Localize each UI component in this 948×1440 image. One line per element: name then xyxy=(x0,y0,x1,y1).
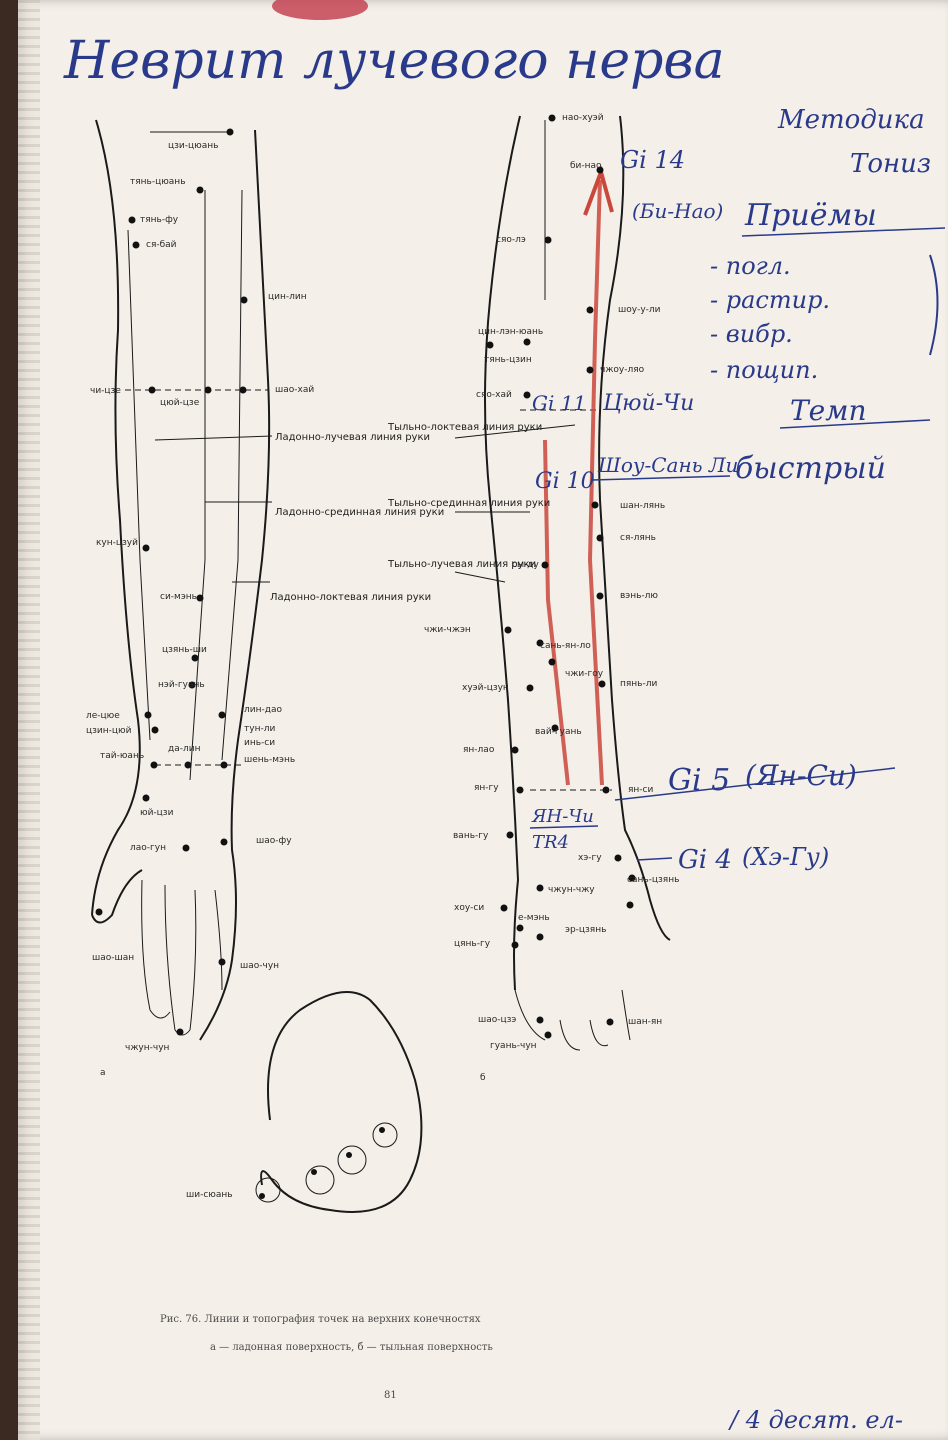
fingertips-hand: ши-сюань xyxy=(186,992,421,1212)
svg-text:шао-чун: шао-чун xyxy=(240,961,279,971)
note-techniques-heading: Приёмы xyxy=(744,198,877,233)
svg-text:Ладонно-лучевая линия руки: Ладонно-лучевая линия руки xyxy=(275,432,430,443)
lipstick-smudge xyxy=(272,0,368,20)
svg-text:тянь-цзин: тянь-цзин xyxy=(484,355,532,365)
svg-text:чжун-чжу: чжун-чжу xyxy=(548,885,595,895)
svg-text:Gi 11: Gi 11 xyxy=(532,391,586,415)
svg-text:чжоу-ляо: чжоу-ляо xyxy=(600,365,645,375)
svg-text:тай-юань: тай-юань xyxy=(100,751,144,761)
note-temp-label: Темп xyxy=(790,394,867,427)
page-number: 81 xyxy=(384,1390,397,1401)
svg-text:шао-цзэ: шао-цзэ xyxy=(478,1015,516,1025)
svg-text:б: б xyxy=(480,1073,486,1083)
svg-text:ян-гу: ян-гу xyxy=(474,783,499,793)
figure-b-points xyxy=(487,115,636,1039)
handwritten-title: Неврит лучевого нерва xyxy=(63,31,725,91)
svg-text:цин-лин: цин-лин xyxy=(268,292,307,302)
svg-text:хэ-гу: хэ-гу xyxy=(578,853,602,863)
svg-text:нэй-гуань: нэй-гуань xyxy=(158,680,205,690)
svg-text:ян-лао: ян-лао xyxy=(463,745,495,755)
svg-text:вэнь-лю: вэнь-лю xyxy=(620,591,658,601)
svg-text:чжи-чжэн: чжи-чжэн xyxy=(424,625,471,635)
svg-text:ян-си: ян-си xyxy=(628,785,653,795)
figure-a-labels: цзи-цюань тянь-цюань тянь-фу ся-бай цин-… xyxy=(86,141,444,1078)
bottom-handwritten-note: / 4 десят. ел- xyxy=(728,1406,903,1434)
svg-text:Gi 14: Gi 14 xyxy=(620,146,685,174)
svg-text:(Ян-Си): (Ян-Си) xyxy=(745,759,857,792)
svg-text:ся-лянь: ся-лянь xyxy=(620,533,656,543)
figure-b-arm xyxy=(485,116,670,1050)
svg-text:лин-дао: лин-дао xyxy=(244,705,282,715)
figure-caption: Рис. 76. Линии и топография точек на вер… xyxy=(160,1314,481,1325)
svg-text:чжи-гоу: чжи-гоу xyxy=(565,669,604,679)
svg-text:цянь-гу: цянь-гу xyxy=(454,939,491,949)
svg-text:ле-цюе: ле-цюе xyxy=(86,711,120,721)
svg-text:да-лин: да-лин xyxy=(168,744,201,754)
svg-text:чи-цзе: чи-цзе xyxy=(90,386,121,396)
svg-text:цин-лэн-юань: цин-лэн-юань xyxy=(478,327,543,337)
note-tonic: Тониз xyxy=(850,149,931,179)
svg-text:сань-ян-ло: сань-ян-ло xyxy=(540,641,591,651)
svg-text:цзин-цюй: цзин-цюй xyxy=(86,726,132,736)
svg-text:шоу-у-ли: шоу-у-ли xyxy=(618,305,661,315)
svg-text:инь-си: инь-си xyxy=(244,738,275,748)
note-method: Методика xyxy=(777,105,925,135)
svg-text:юй-цзи: юй-цзи xyxy=(140,808,174,818)
svg-text:(Би-Нао): (Би-Нао) xyxy=(632,199,723,223)
svg-text:сяо-хай: сяо-хай xyxy=(476,390,512,400)
svg-text:цзи-цюань: цзи-цюань xyxy=(168,141,218,151)
svg-text:а: а xyxy=(100,1068,106,1078)
svg-text:сяо-лэ: сяо-лэ xyxy=(496,235,526,245)
svg-text:Тыльно-локтевая линия руки: Тыльно-локтевая линия руки xyxy=(387,422,542,433)
figure-caption-sub: а — ладонная поверхность, б — тыльная по… xyxy=(210,1342,493,1353)
note-item-4: - пощип. xyxy=(710,356,818,384)
svg-text:си-мэнь: си-мэнь xyxy=(160,592,197,602)
svg-text:пянь-ли: пянь-ли xyxy=(620,679,657,689)
svg-text:цюй-цзе: цюй-цзе xyxy=(160,398,200,408)
svg-text:Цюй-Чи: Цюй-Чи xyxy=(602,391,694,416)
svg-text:нао-хуэй: нао-хуэй xyxy=(562,113,604,123)
svg-text:шао-фу: шао-фу xyxy=(256,836,292,846)
note-item-2: - растир. xyxy=(710,286,830,314)
note-temp-value: быстрый xyxy=(735,451,886,486)
svg-text:(Хэ-Гу): (Хэ-Гу) xyxy=(742,843,829,871)
svg-text:кун-цзуй: кун-цзуй xyxy=(96,538,138,548)
svg-text:гуань-чун: гуань-чун xyxy=(490,1041,537,1051)
svg-text:сань-цзянь: сань-цзянь xyxy=(627,875,679,885)
note-item-1: - погл. xyxy=(710,252,791,280)
svg-text:шан-ян: шан-ян xyxy=(628,1017,662,1027)
svg-text:тун-ли: тун-ли xyxy=(244,724,275,734)
svg-text:TR4: TR4 xyxy=(532,832,569,853)
svg-text:Шоу-Сань Ли: Шоу-Сань Ли xyxy=(597,453,738,477)
svg-text:тянь-цюань: тянь-цюань xyxy=(130,177,186,187)
svg-text:ши-сюань: ши-сюань xyxy=(186,1190,233,1200)
svg-text:эр-цзянь: эр-цзянь xyxy=(565,925,606,935)
svg-text:Gi 4: Gi 4 xyxy=(678,845,732,875)
svg-text:вань-гу: вань-гу xyxy=(453,831,489,841)
svg-text:тянь-фу: тянь-фу xyxy=(140,215,179,225)
svg-text:би-нао: би-нао xyxy=(570,161,602,171)
svg-text:ЯН-Чи: ЯН-Чи xyxy=(531,806,594,827)
svg-text:Gi 10: Gi 10 xyxy=(535,469,595,494)
svg-text:шао-хай: шао-хай xyxy=(275,385,314,395)
svg-text:шан-лянь: шан-лянь xyxy=(620,501,665,511)
svg-text:хоу-си: хоу-си xyxy=(454,903,484,913)
svg-text:Тыльно-срединная линия руки: Тыльно-срединная линия руки xyxy=(387,498,550,509)
svg-text:ся-бай: ся-бай xyxy=(146,240,177,250)
svg-text:вай-гуань: вай-гуань xyxy=(535,727,582,737)
svg-text:чжун-чун: чжун-чун xyxy=(125,1043,170,1053)
svg-text:Ладонно-локтевая линия руки: Ладонно-локтевая линия руки xyxy=(270,592,431,603)
note-brace xyxy=(930,255,938,355)
svg-text:хуэй-цзун: хуэй-цзун xyxy=(462,683,509,693)
svg-text:лао-гун: лао-гун xyxy=(130,843,166,853)
note-item-3: - вибр. xyxy=(710,320,793,348)
svg-text:е-мэнь: е-мэнь xyxy=(518,913,550,923)
svg-text:цзянь-ши: цзянь-ши xyxy=(162,645,207,655)
svg-text:Тыльно-лучевая линия руки: Тыльно-лучевая линия руки xyxy=(387,559,536,570)
figure-a-arm xyxy=(92,120,269,1040)
svg-text:шао-шан: шао-шан xyxy=(92,953,134,963)
svg-text:шень-мэнь: шень-мэнь xyxy=(244,755,295,765)
